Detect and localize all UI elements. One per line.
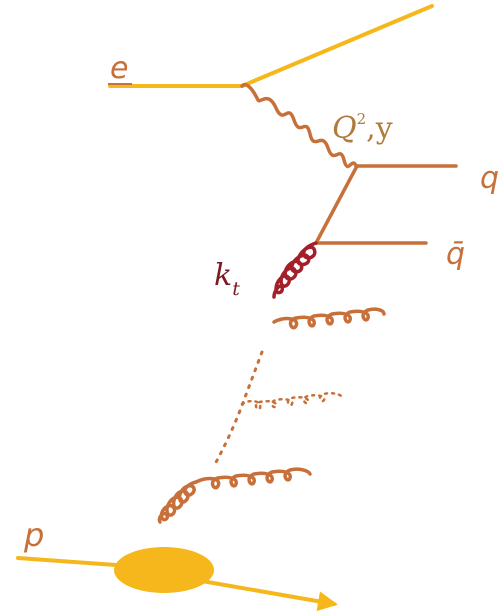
label-kt-k: k: [214, 258, 232, 293]
label-inelasticity: ,y: [366, 111, 393, 146]
label-q2-y: Q2,y: [332, 110, 393, 146]
label-quark: q: [480, 161, 499, 196]
label-antiquark-letter: q: [446, 237, 465, 272]
outgoing-electron-line: [240, 4, 434, 88]
label-virtuality: Q: [332, 111, 357, 146]
quark-propagator: [314, 164, 359, 245]
label-electron: e: [110, 51, 128, 86]
emitted-gluon-upper: [272, 307, 386, 330]
incoming-proton-line: [16, 556, 132, 568]
label-virtuality-power: 2: [357, 110, 367, 128]
label-antiquark: q̄: [446, 237, 465, 272]
label-proton: p: [23, 516, 44, 554]
proton-gluon: [157, 480, 198, 524]
label-kt-t: t: [232, 278, 240, 300]
emitted-gluon-lower: [194, 467, 312, 490]
proton-remnant-line: [194, 578, 338, 612]
ladder-dotted-rung-1: [212, 350, 264, 468]
t-channel-gluon: [272, 241, 318, 299]
proton-blob: [114, 547, 214, 593]
dotted-emitted-gluon: [240, 391, 344, 411]
virtual-photon-line: [240, 82, 358, 169]
label-kt: kt: [214, 258, 240, 300]
